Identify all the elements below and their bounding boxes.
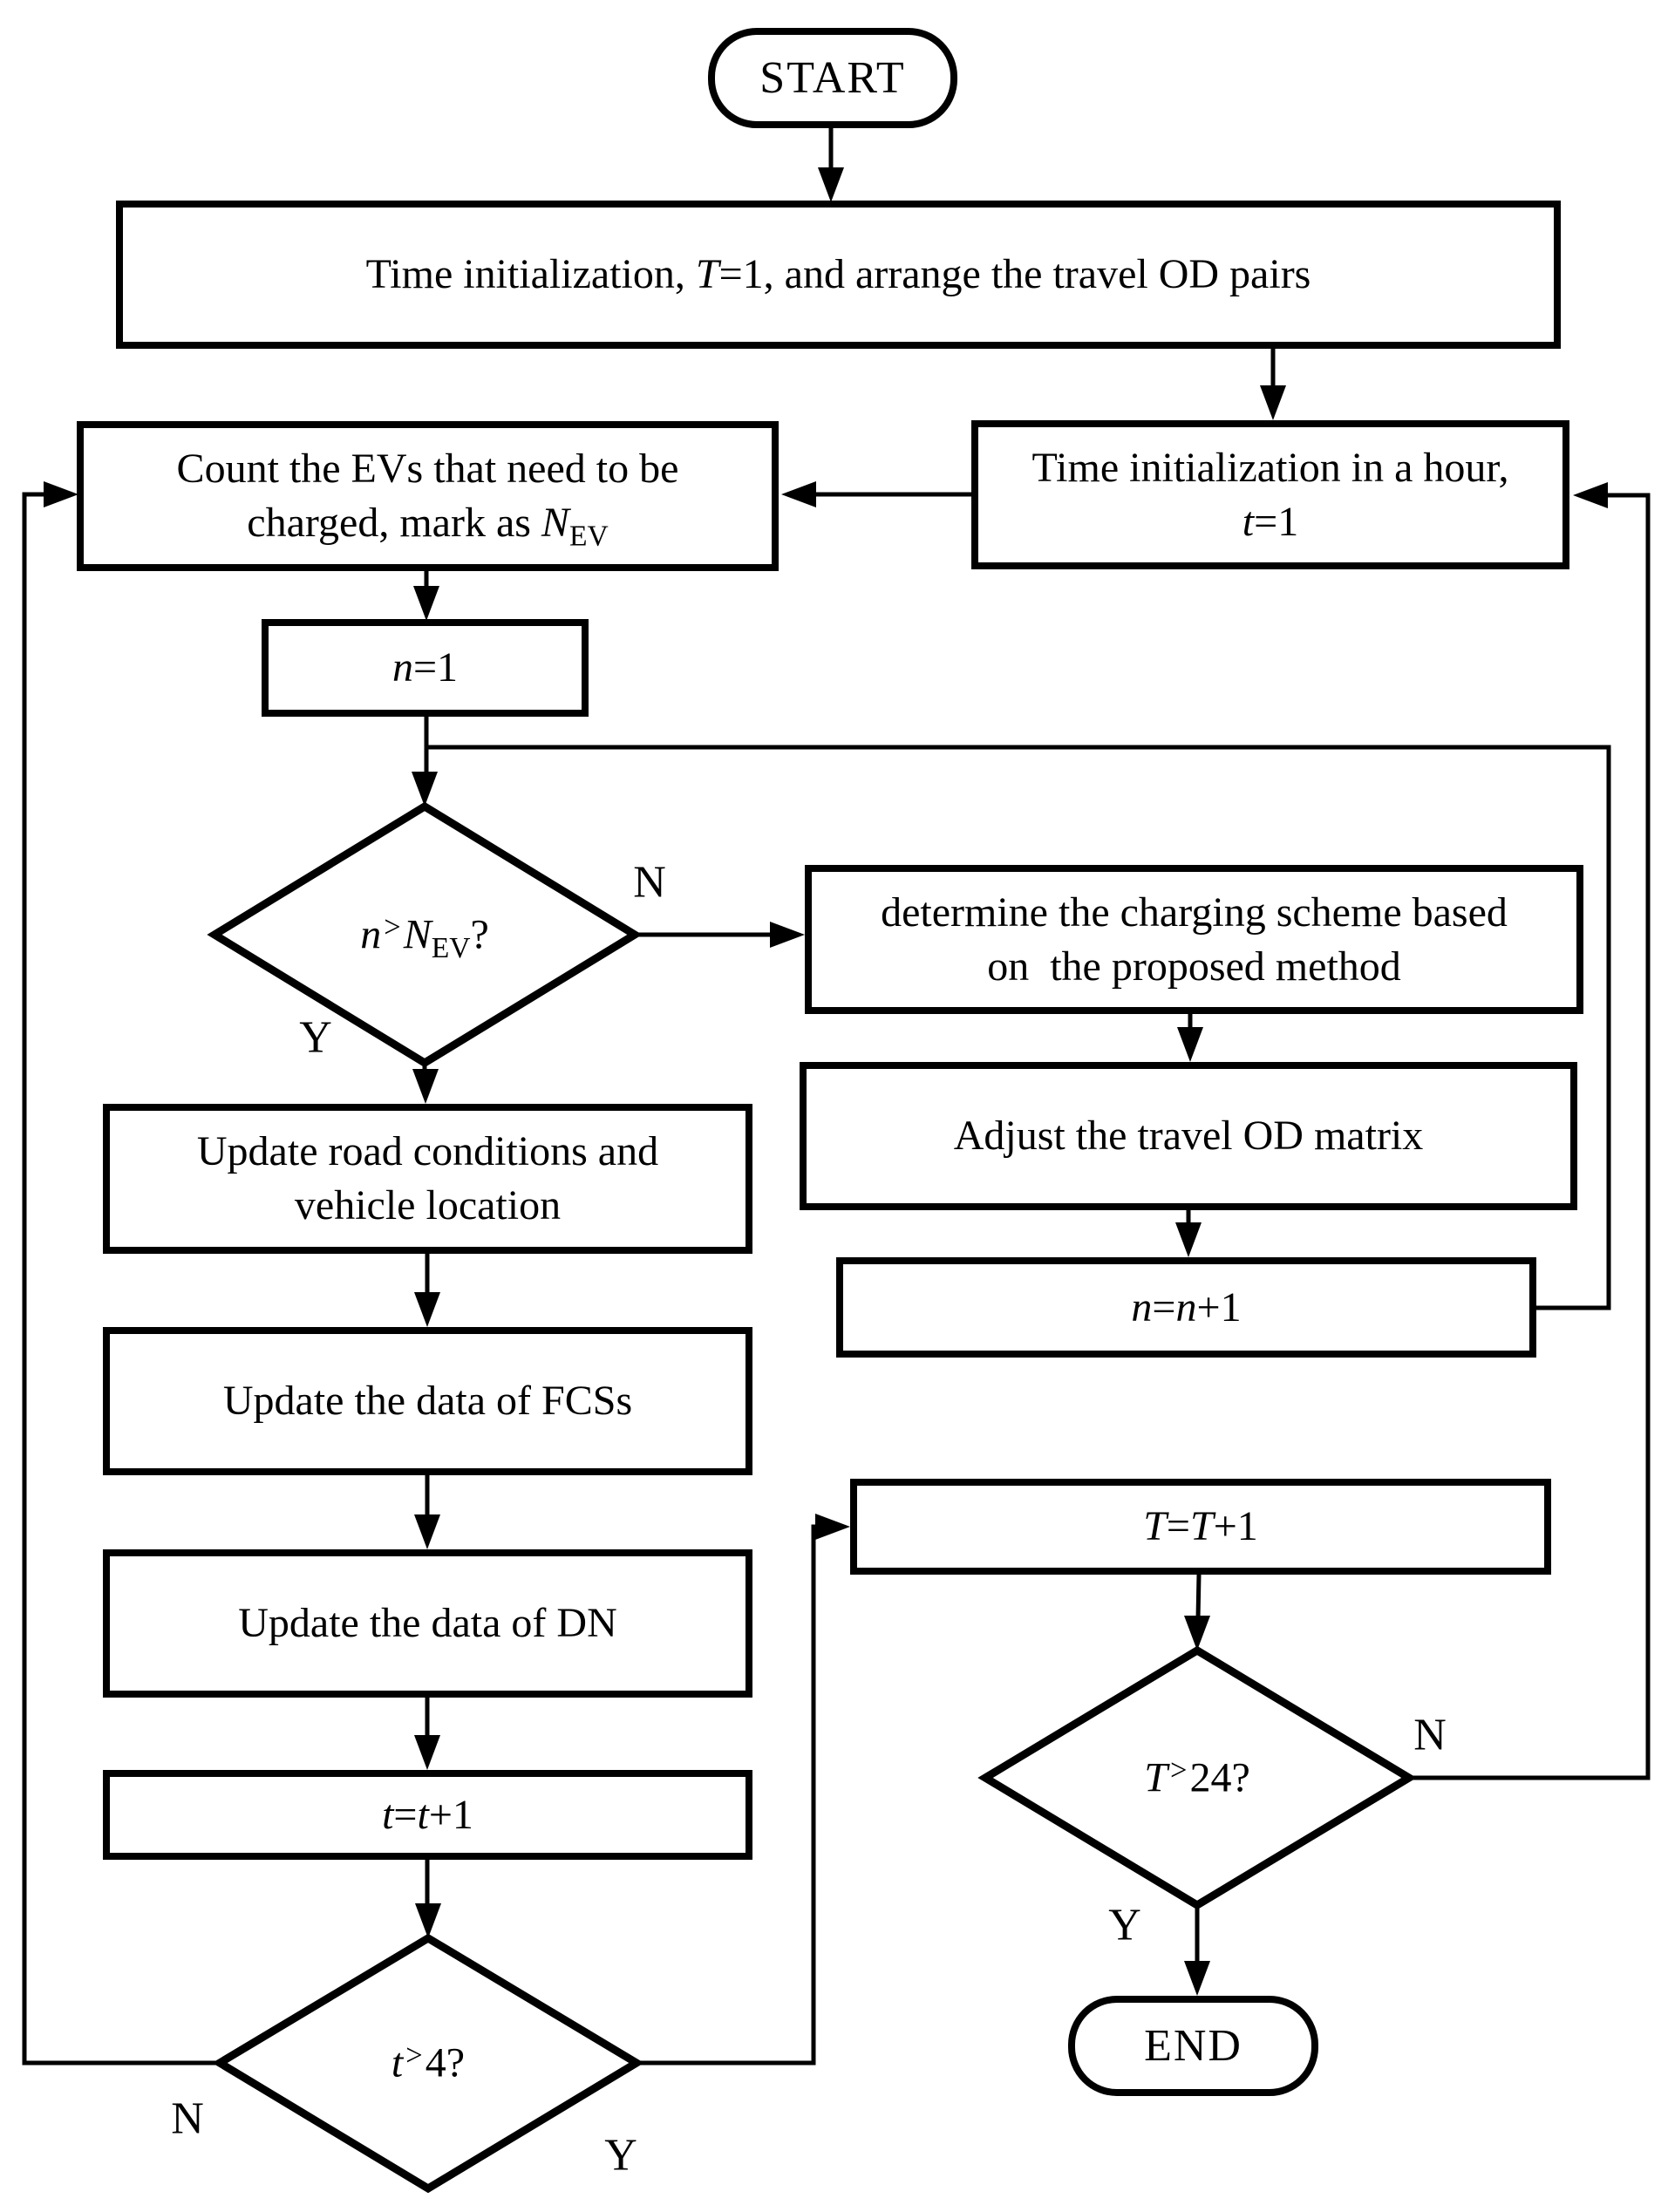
process-count-evs: Count the EVs that need to be charged, m…: [77, 421, 779, 571]
decision-n-exceeds-nev-shape: [207, 801, 643, 1068]
arrowhead: [770, 922, 805, 948]
process-update-fcs-data-label: Update the data of FCSs: [222, 1378, 633, 1424]
edge-inc-n-feedback: [426, 745, 1611, 1310]
process-increment-n-label: n=n+1: [1131, 1283, 1242, 1331]
edge-check-T-no-loop: [1409, 493, 1651, 1780]
edge-check-t-no-loop: [22, 492, 220, 2066]
decision-T-exceeds-24-label: T>24?: [1144, 1753, 1250, 1801]
arrowhead: [1184, 1961, 1210, 1996]
arrowhead: [1573, 482, 1608, 508]
decision-T-exceeds-24-shape: [977, 1645, 1417, 1910]
arrowhead: [412, 772, 438, 807]
decision-t-exceeds-4-label: t>4?: [391, 2038, 466, 2086]
arrowhead: [413, 586, 439, 621]
process-set-n-label: n=1: [391, 644, 459, 691]
process-adjust-od-matrix-label: Adjust the travel OD matrix: [953, 1113, 1424, 1159]
process-update-dn-data-label: Update the data of DN: [238, 1600, 617, 1646]
process-update-dn-data: Update the data of DN: [103, 1549, 752, 1698]
process-adjust-od-matrix: Adjust the travel OD matrix: [800, 1062, 1577, 1210]
terminator-end: END: [1068, 1996, 1318, 2096]
arrowhead: [1184, 1616, 1210, 1650]
process-hour-initialization-label: Time initialization in a hour, t=1: [1031, 444, 1509, 545]
arrowhead: [818, 167, 844, 202]
start-label: START: [759, 52, 906, 103]
arrowhead: [1177, 1027, 1203, 1062]
arrowhead: [415, 1903, 441, 1938]
label-check-t-yes: Y: [604, 2130, 637, 2181]
process-increment-t-label: t=t+1: [382, 1791, 473, 1838]
process-determine-charging-scheme: determine the charging scheme based on t…: [805, 865, 1583, 1014]
process-time-initialization-label: Time initialization, T=1, and arrange th…: [365, 251, 1311, 297]
decision-t-exceeds-4-shape: [212, 1933, 644, 2194]
label-check-n-yes: Y: [299, 1012, 332, 1063]
label-check-T-no: N: [1413, 1710, 1447, 1760]
process-update-road-conditions-label: Update road conditions and vehicle locat…: [196, 1128, 659, 1229]
end-label: END: [1144, 2020, 1242, 2071]
label-check-t-no: N: [171, 2093, 204, 2144]
process-set-n: n=1: [262, 619, 589, 717]
arrowhead: [412, 1069, 439, 1104]
arrowhead: [1175, 1222, 1202, 1257]
process-update-fcs-data: Update the data of FCSs: [103, 1327, 752, 1475]
process-increment-t: t=t+1: [103, 1770, 752, 1860]
arrowhead: [815, 1514, 850, 1540]
arrowhead: [414, 1735, 440, 1770]
process-hour-initialization: Time initialization in a hour, t=1: [971, 420, 1569, 569]
arrowhead: [44, 481, 78, 507]
arrowhead: [1260, 385, 1286, 420]
label-check-T-yes: Y: [1108, 1900, 1141, 1950]
arrowhead: [414, 1292, 440, 1327]
process-update-road-conditions: Update road conditions and vehicle locat…: [103, 1104, 752, 1254]
terminator-start: START: [708, 28, 957, 128]
process-increment-n: n=n+1: [836, 1257, 1536, 1358]
process-increment-T: T=T+1: [850, 1479, 1551, 1575]
arrowhead: [414, 1514, 440, 1549]
edge-inc-T-to-check-T: [1195, 1574, 1202, 1620]
arrowhead: [781, 481, 816, 507]
decision-n-exceeds-nev-label: n>NEV?: [360, 910, 489, 965]
process-increment-T-label: T=T+1: [1143, 1503, 1258, 1549]
label-check-n-no: N: [633, 857, 666, 908]
process-count-evs-label: Count the EVs that need to be charged, m…: [176, 446, 679, 553]
process-time-initialization: Time initialization, T=1, and arrange th…: [116, 201, 1561, 349]
process-determine-charging-scheme-label: determine the charging scheme based on t…: [881, 888, 1508, 990]
